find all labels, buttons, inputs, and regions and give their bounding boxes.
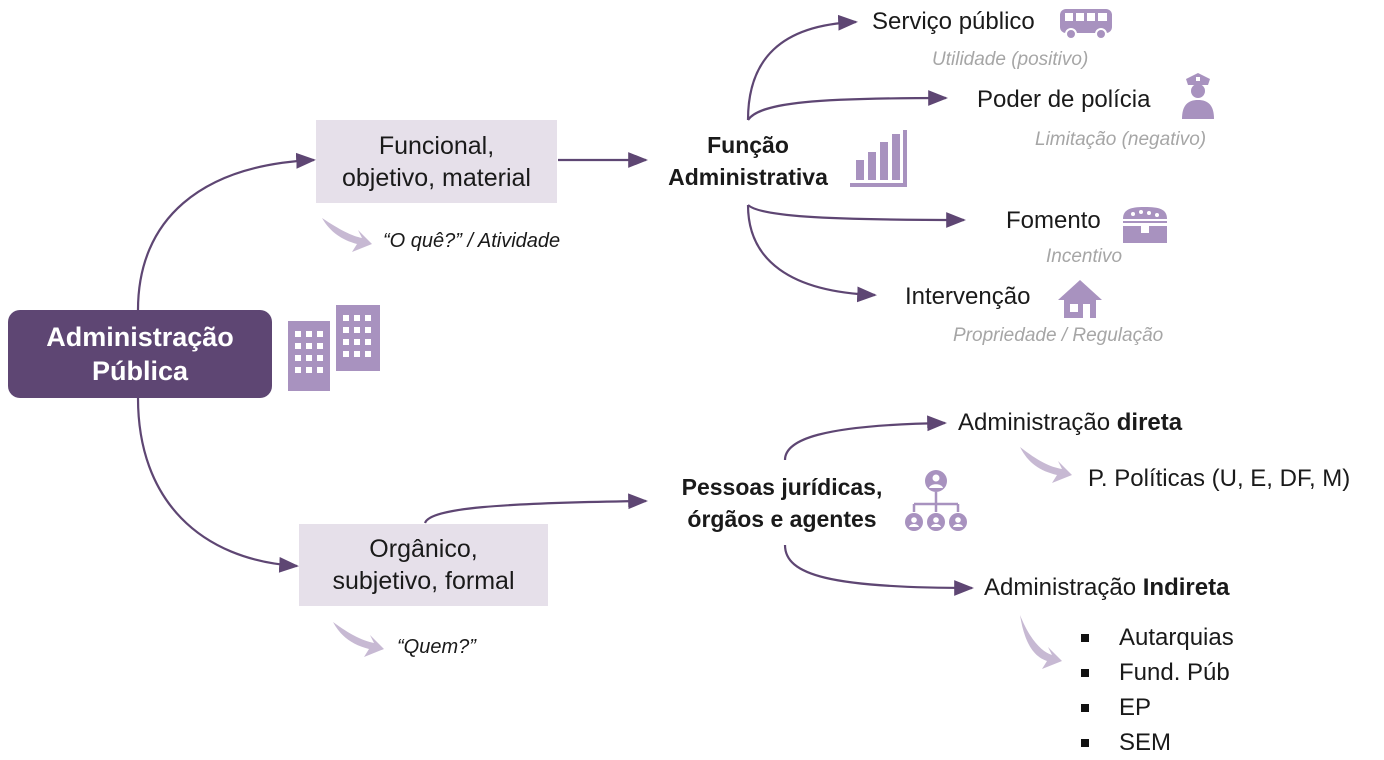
organic-note: “Quem?” [397, 636, 476, 658]
buildings-icon [288, 305, 382, 391]
branch-fomento-sub: Incentivo [1046, 246, 1123, 267]
list-item-text: Autarquias [1119, 624, 1234, 651]
bullet-square-icon [1081, 668, 1089, 677]
list-item: SEM [1081, 725, 1234, 760]
root-line2: Pública [91, 356, 189, 386]
branch-policia-sub: Limitação (negativo) [1035, 129, 1207, 150]
pessoas-target-line1: Pessoas jurídicas, [681, 474, 883, 500]
pessoas-target-line2: órgãos e agentes [687, 506, 877, 532]
list-item: Fund. Púb [1081, 655, 1234, 690]
functional-box: Funcional, objetivo, material [316, 120, 557, 203]
list-item-text: EP [1119, 694, 1152, 721]
root-line1: Administração [46, 322, 234, 352]
indireta-list: Autarquias Fund. Púb EP SEM [1081, 620, 1234, 760]
direta-label: Administração direta [958, 409, 1182, 437]
pessoas-target: Pessoas jurídicas, órgãos e agentes [672, 471, 892, 535]
org-chart-icon [903, 470, 969, 532]
arrow-function-policia [747, 90, 948, 121]
organic-line1: Orgânico, [369, 535, 478, 563]
organic-line2: subjetivo, formal [332, 567, 515, 595]
arrow-function-fomento [747, 204, 966, 228]
bullet-square-icon [1081, 703, 1089, 712]
bullet-square-icon [1081, 633, 1089, 642]
indireta-prefix: Administração [984, 574, 1143, 601]
function-target-line2: Administrativa [668, 164, 828, 190]
list-item: EP [1081, 690, 1234, 725]
branch-intervencao-label: Intervenção [905, 283, 1031, 310]
note-arrow-who [333, 622, 384, 657]
arrow-pessoas-indireta [783, 544, 974, 596]
branch-intervencao-sub: Propriedade / Regulação [953, 325, 1164, 346]
branch-servico-label: Serviço público [872, 8, 1035, 35]
root-node: Administração Pública [8, 310, 272, 398]
note-arrow-what [322, 218, 372, 252]
arrow-root-functional [136, 152, 316, 311]
arrow-function-intervencao [746, 204, 877, 303]
arrow-function-servico [746, 14, 858, 121]
treasure-chest-icon [1121, 205, 1169, 243]
police-officer-icon [1180, 71, 1216, 119]
branch-fomento-label: Fomento [1006, 207, 1101, 234]
function-target: Função Administrativa [650, 129, 846, 193]
note-arrow-direta [1020, 447, 1072, 483]
arrow-organic-pessoas [423, 493, 648, 524]
direta-detail: P. Políticas (U, E, DF, M) [1088, 465, 1351, 492]
bullet-square-icon [1081, 738, 1089, 747]
list-item-text: SEM [1119, 729, 1172, 756]
branch-policia-label: Poder de polícia [977, 86, 1151, 113]
functional-line2: objetivo, material [342, 163, 531, 192]
list-item: Autarquias [1081, 620, 1234, 655]
arrow-root-organic [136, 397, 299, 573]
note-arrow-indireta [1020, 615, 1062, 669]
bar-chart-icon [850, 130, 910, 188]
function-target-line1: Função [707, 132, 789, 158]
direta-prefix: Administração [958, 409, 1117, 436]
branch-servico-sub: Utilidade (positivo) [932, 49, 1089, 70]
house-icon [1056, 278, 1104, 320]
bus-icon [1060, 9, 1112, 39]
organic-box: Orgânico, subjetivo, formal [299, 524, 548, 606]
direta-bold: direta [1116, 409, 1183, 436]
indireta-label: Administração Indireta [984, 574, 1229, 602]
list-item-text: Fund. Púb [1119, 659, 1230, 686]
functional-note: “O quê?” / Atividade [383, 230, 561, 252]
indireta-bold: Indireta [1142, 574, 1230, 601]
functional-line1: Funcional, [378, 131, 495, 160]
arrow-pessoas-direta [783, 415, 947, 461]
